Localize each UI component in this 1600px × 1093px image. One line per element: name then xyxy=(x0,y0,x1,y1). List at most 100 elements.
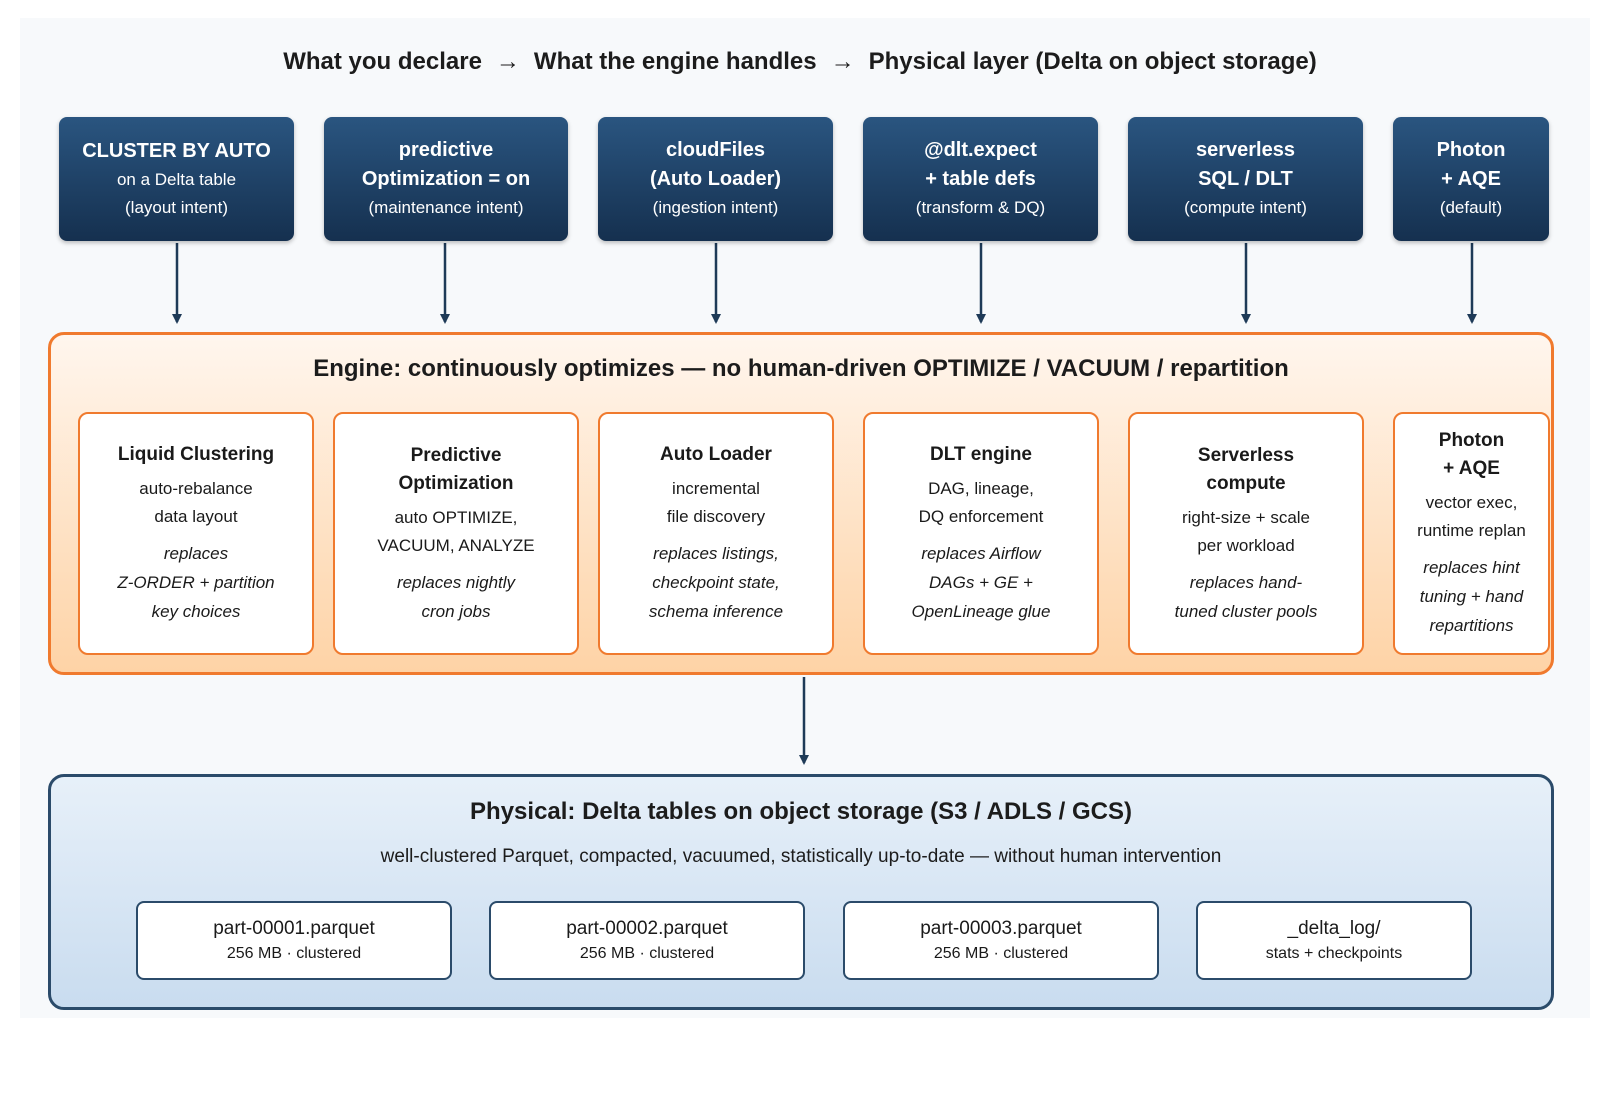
intent-box-predictive-optimization: predictive Optimization = on (maintenanc… xyxy=(324,117,568,241)
card-title: Serverless compute xyxy=(1198,442,1294,498)
header-arrow-2: → xyxy=(830,48,855,75)
card-title: Liquid Clustering xyxy=(117,444,275,465)
intent-title-line: serverless xyxy=(1196,139,1295,161)
card-replaces: replaces listings, checkpoint state, sch… xyxy=(649,539,783,626)
intent-box-photon: Photon + AQE (default) xyxy=(1393,117,1549,241)
intent-sub-line: (transform & DQ) xyxy=(915,198,1046,217)
intent-title-line: Optimization = on xyxy=(361,168,531,190)
card-replaces-line: checkpoint state, xyxy=(652,573,780,592)
card-description: DAG, lineage, DQ enforcement xyxy=(919,475,1044,531)
intent-sub-line: (maintenance intent) xyxy=(368,198,524,217)
file-meta: 256 MB · clustered xyxy=(226,945,362,962)
intent-sub-line: (compute intent) xyxy=(1184,198,1307,217)
intent-title-line: Photon xyxy=(1436,139,1506,161)
card-title-line: Photon xyxy=(1438,430,1505,451)
card-description-line: right-size + scale xyxy=(1181,507,1311,527)
file-name: _delta_log/ xyxy=(1287,918,1381,939)
card-description-line: auto-rebalance xyxy=(139,479,253,498)
physical-title: Physical: Delta tables on object storage… xyxy=(470,798,1132,825)
card-replaces-line: OpenLineage glue xyxy=(911,602,1051,621)
card-replaces: replaces Z-ORDER + partition key choices xyxy=(117,539,274,626)
file-meta: 256 MB · clustered xyxy=(933,945,1069,962)
card-replaces-line: Z-ORDER + partition xyxy=(117,573,275,592)
card-title-line: Serverless xyxy=(1197,444,1295,466)
file-box-delta-log: _delta_log/ stats + checkpoints xyxy=(1196,901,1472,980)
card-replaces-line: key choices xyxy=(151,602,241,621)
intent-box-cluster-by-auto: CLUSTER BY AUTO on a Delta table (layout… xyxy=(59,117,294,241)
engine-title: Engine: continuously optimizes — no huma… xyxy=(313,355,1289,382)
card-replaces-line: replaces Airflow xyxy=(921,544,1041,563)
card-description-line: data layout xyxy=(154,507,238,526)
card-description-line: vector exec, xyxy=(1425,493,1518,512)
header-flow-title: What you declare → What the engine handles… xyxy=(0,48,1600,76)
card-replaces-line: replaces nightly xyxy=(396,572,516,592)
card-title: Photon + AQE xyxy=(1439,427,1504,483)
intent-box-dlt-expect: @dlt.expect + table defs (transform & DQ… xyxy=(863,117,1098,241)
card-description-line: DAG, lineage, xyxy=(928,479,1034,498)
card-description: right-size + scale per workload xyxy=(1182,504,1310,560)
header-segment-engine: What the engine handles xyxy=(533,48,817,75)
intent-title-line: SQL / DLT xyxy=(1198,168,1293,190)
card-title: DLT engine xyxy=(929,444,1033,465)
card-title-line: compute xyxy=(1206,472,1286,494)
card-replaces-line: replaces listings, xyxy=(653,544,779,563)
engine-card-predictive-optimization: Predictive Optimization auto OPTIMIZE, V… xyxy=(333,412,579,655)
engine-card-dlt-engine: DLT engine DAG, lineage, DQ enforcement … xyxy=(863,412,1099,655)
card-replaces: replaces hand- tuned cluster pools xyxy=(1175,568,1318,626)
card-description-line: file discovery xyxy=(666,507,766,526)
card-replaces-line: replaces hint xyxy=(1423,558,1520,577)
physical-subtitle: well-clustered Parquet, compacted, vacuu… xyxy=(380,846,1222,867)
card-title-line: + AQE xyxy=(1443,458,1500,479)
engine-card-serverless-compute: Serverless compute right-size + scale pe… xyxy=(1128,412,1364,655)
card-replaces-line: cron jobs xyxy=(421,601,491,621)
intent-title-line: (Auto Loader) xyxy=(649,168,782,190)
card-replaces-line: replaces xyxy=(163,544,229,563)
header-arrow-1: → xyxy=(495,48,520,75)
card-description: auto-rebalance data layout xyxy=(139,475,252,531)
card-description-line: runtime replan xyxy=(1417,521,1526,540)
intent-sub-line: (default) xyxy=(1439,198,1503,217)
intent-box-cloudfiles: cloudFiles (Auto Loader) (ingestion inte… xyxy=(598,117,833,241)
intent-title-line: @dlt.expect xyxy=(924,139,1037,161)
file-name: part-00001.parquet xyxy=(213,918,375,939)
intent-title-line: cloudFiles xyxy=(666,139,765,161)
card-title-line: Optimization xyxy=(398,472,514,494)
header-segment-physical: Physical layer (Delta on object storage) xyxy=(868,48,1317,75)
intent-title-line: CLUSTER BY AUTO xyxy=(82,139,271,162)
file-name: part-00002.parquet xyxy=(566,918,728,939)
file-box-part-00001: part-00001.parquet 256 MB · clustered xyxy=(136,901,452,980)
card-replaces-line: schema inference xyxy=(648,602,784,621)
card-title: Auto Loader xyxy=(660,444,772,465)
intent-title-line: + AQE xyxy=(1441,168,1501,190)
card-description-line: DQ enforcement xyxy=(918,507,1044,526)
card-description: incremental file discovery xyxy=(667,475,765,531)
card-title-line: Predictive xyxy=(410,444,502,466)
file-meta: 256 MB · clustered xyxy=(579,945,715,962)
card-description-line: auto OPTIMIZE, xyxy=(394,507,518,527)
engine-card-liquid-clustering: Liquid Clustering auto-rebalance data la… xyxy=(78,412,314,655)
intent-title-line: predictive xyxy=(398,139,494,161)
engine-card-auto-loader: Auto Loader incremental file discovery r… xyxy=(598,412,834,655)
intent-box-serverless: serverless SQL / DLT (compute intent) xyxy=(1128,117,1363,241)
card-replaces-line: tuned cluster pools xyxy=(1174,601,1318,621)
card-replaces: replaces nightly cron jobs xyxy=(397,568,515,626)
card-description-line: per workload xyxy=(1197,535,1295,555)
file-name: part-00003.parquet xyxy=(920,918,1082,939)
intent-title-line: + table defs xyxy=(925,168,1036,190)
card-replaces: replaces Airflow DAGs + GE + OpenLineage… xyxy=(912,539,1051,626)
card-description-line: incremental xyxy=(672,479,760,498)
file-box-part-00003: part-00003.parquet 256 MB · clustered xyxy=(843,901,1159,980)
engine-card-photon-aqe: Photon + AQE vector exec, runtime replan… xyxy=(1393,412,1550,655)
card-replaces-line: replaces hand- xyxy=(1189,572,1303,592)
header-segment-declare: What you declare xyxy=(283,48,482,75)
intent-sub-line: on a Delta table xyxy=(116,169,237,189)
card-description-line: VACUUM, ANALYZE xyxy=(377,535,535,555)
card-replaces-line: tuning + hand xyxy=(1419,587,1524,606)
card-replaces-line: repartitions xyxy=(1429,616,1514,635)
intent-sub-line: (ingestion intent) xyxy=(652,198,779,217)
card-replaces: replaces hint tuning + hand repartitions xyxy=(1420,553,1524,640)
card-description: auto OPTIMIZE, VACUUM, ANALYZE xyxy=(377,504,534,560)
card-title: Predictive Optimization xyxy=(398,442,513,498)
card-description: vector exec, runtime replan xyxy=(1417,489,1526,545)
file-meta: stats + checkpoints xyxy=(1265,945,1403,962)
